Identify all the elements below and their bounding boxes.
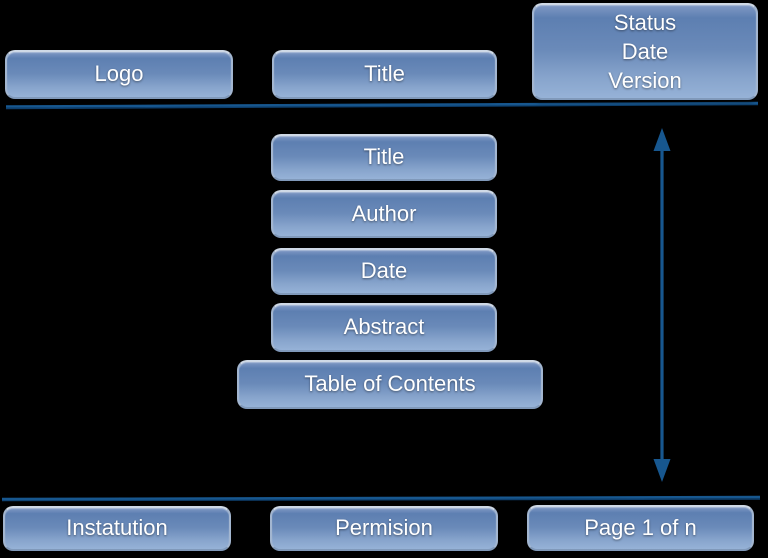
header-separator-underline: [5, 103, 759, 110]
abstract-label: Abstract: [343, 314, 425, 340]
table-of-contents-box[interactable]: Table of Contents: [237, 360, 543, 409]
title-label: Title: [363, 144, 405, 170]
header-title-label: Title: [364, 61, 405, 87]
page-number-label: Page 1 of n: [584, 514, 697, 540]
author-label: Author: [351, 200, 417, 226]
vertical-double-arrow-icon: [653, 128, 671, 482]
status-line: Status: [613, 10, 677, 35]
page-number-box[interactable]: Page 1 of n: [527, 505, 754, 551]
header-title-box[interactable]: Title: [272, 50, 497, 99]
permission-label: Permision: [335, 515, 433, 541]
author-box[interactable]: Author: [271, 190, 497, 238]
status-box[interactable]: Status Date Version: [532, 3, 758, 100]
date-label: Date: [360, 258, 408, 284]
institution-label: Instatution: [66, 515, 168, 541]
abstract-box[interactable]: Abstract: [271, 303, 497, 352]
date-box[interactable]: Date: [271, 248, 497, 295]
title-box[interactable]: Title: [271, 134, 497, 181]
status-line: Version: [608, 68, 682, 93]
footer-separator-underline: [1, 498, 761, 502]
header-separator-line: [5, 101, 759, 108]
status-line: Date: [621, 39, 669, 64]
permission-box[interactable]: Permision: [270, 506, 498, 551]
logo-label: Logo: [94, 61, 144, 87]
table-of-contents-label: Table of Contents: [304, 371, 476, 397]
footer-separator-line: [1, 495, 761, 501]
institution-box[interactable]: Instatution: [3, 506, 231, 551]
logo-box[interactable]: Logo: [5, 50, 233, 99]
